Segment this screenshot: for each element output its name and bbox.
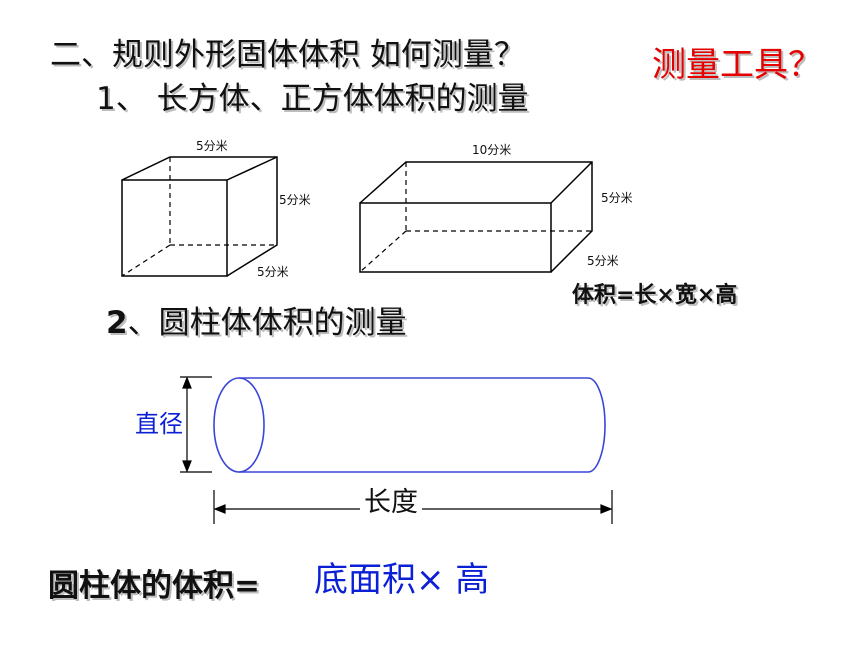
cylinder-volume-formula: 底面积× 高 <box>314 560 490 600</box>
cube-top-right-edge <box>226 156 278 181</box>
box-top-right-edge <box>550 161 593 204</box>
section-2-text: 、圆柱体体积的测量 <box>127 305 407 341</box>
cube-figure <box>121 156 278 277</box>
box-bottom-dimension: 5分米 <box>587 254 619 268</box>
cylinder-figure <box>213 377 606 473</box>
section-2-number: 2 <box>106 305 128 341</box>
slide-title: 二、规则外形固体体积 如何测量？ <box>50 37 525 73</box>
section-1-heading: 1、 长方体、正方体体积的测量 <box>96 81 529 117</box>
box-figure <box>359 161 593 273</box>
length-label: 长度 <box>360 489 422 516</box>
box-top-dimension: 10分米 <box>472 143 512 157</box>
cylinder-body <box>239 377 606 473</box>
diameter-dimension <box>180 376 212 473</box>
tools-question: 测量工具？ <box>652 45 822 85</box>
cylinder-volume-label: 圆柱体的体积= <box>48 568 260 604</box>
cube-front-face <box>121 179 228 277</box>
cube-hidden-edges <box>121 157 277 277</box>
cylinder-end-ellipse <box>213 377 265 473</box>
box-back-edges <box>359 161 593 273</box>
box-front-face <box>359 202 552 273</box>
cube-back-edges <box>121 156 278 277</box>
box-right-dimension: 5分米 <box>601 191 633 205</box>
cube-top-dimension: 5分米 <box>196 139 228 153</box>
box-hidden-edges <box>359 162 592 273</box>
box-volume-formula: 体积=长×宽×高 <box>572 283 738 308</box>
section-2-heading: 2、圆柱体体积的测量 <box>106 308 407 339</box>
cube-bottom-dimension: 5分米 <box>257 265 289 279</box>
cube-right-dimension: 5分米 <box>279 193 311 207</box>
diameter-label: 直径 <box>135 410 183 438</box>
